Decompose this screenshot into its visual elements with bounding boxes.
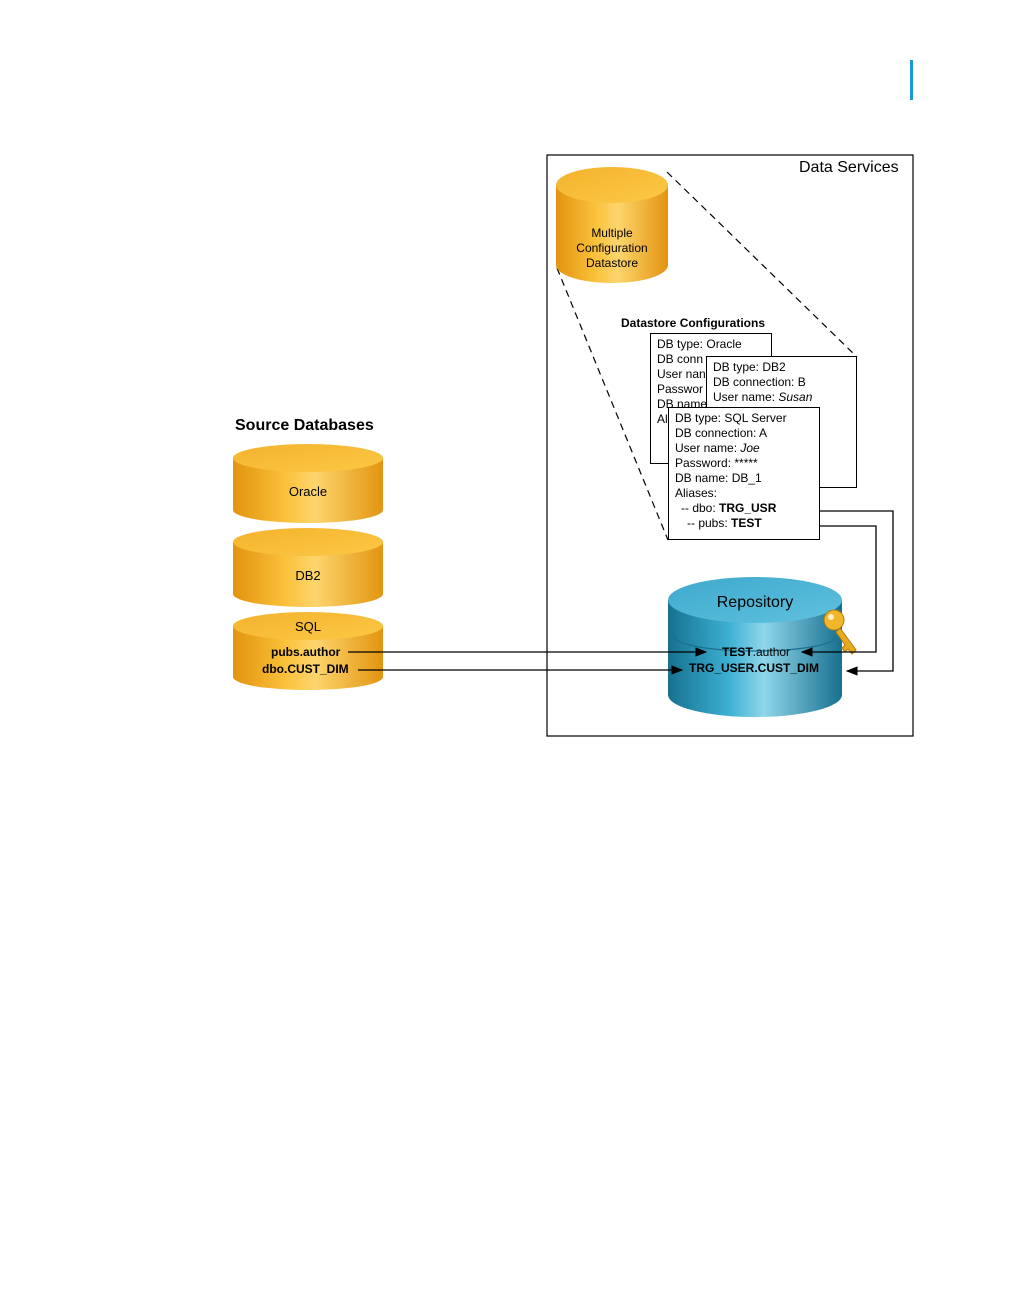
sql-user-value: Joe <box>740 441 760 455</box>
db2-line: DB connection: B <box>713 375 806 389</box>
db2-user-line: User name: Susan <box>713 390 850 405</box>
db2-cylinder <box>233 528 383 607</box>
sql-line: DB type: SQL Server <box>675 411 787 425</box>
alias-pubs-value: TEST <box>731 516 762 530</box>
config-card-sql-server: DB type: SQL Server DB connection: A Use… <box>668 407 820 540</box>
repo-table-cust-dim: TRG_USER.CUST_DIM <box>689 661 820 675</box>
oracle-line: Al <box>657 412 668 426</box>
oracle-label: Oracle <box>288 484 328 499</box>
sql-user-label: User name: <box>675 441 741 455</box>
sql-user-line: User name: Joe <box>675 441 813 456</box>
alias-pubs-connector <box>766 525 877 657</box>
configs-title: Datastore Configurations <box>621 316 766 330</box>
sql-line: DB connection: A <box>675 426 768 440</box>
oracle-line: User nan <box>657 367 706 381</box>
repository-cylinder <box>668 577 842 717</box>
db2-label: DB2 <box>295 568 321 583</box>
funnel-line-left <box>556 267 669 541</box>
repo-table-test-name: .author <box>752 645 791 659</box>
alias-dbo-connector <box>786 510 894 676</box>
alias-dbo-label: -- dbo: <box>681 501 720 515</box>
db2-user-label: User name: <box>713 390 779 404</box>
alias-pubs-label: -- pubs: <box>687 516 732 530</box>
repository-title: Repository <box>716 594 794 611</box>
datastore-label-line3: Datastore <box>585 256 639 270</box>
sql-line: Password: ***** <box>675 456 758 470</box>
repo-table-test-author: TEST.author <box>722 645 790 659</box>
datastore-cylinder <box>556 167 668 283</box>
source-table-pubs-author: pubs.author <box>271 645 341 659</box>
datastore-label-line1: Multiple <box>591 226 633 240</box>
oracle-line: DB conn <box>657 352 704 366</box>
source-table-cust-dim: dbo.CUST_DIM <box>262 662 349 676</box>
funnel-line-right <box>666 171 858 358</box>
datastore-label: Multiple Configuration Datastore <box>556 226 668 271</box>
alias-dbo-line: -- dbo: TRG_USR <box>675 501 813 516</box>
datastore-label-line2: Configuration <box>576 241 648 255</box>
sql-cylinder <box>233 612 383 690</box>
repo-table-test-schema: TEST <box>722 645 753 659</box>
db2-user-value: Susan <box>778 390 813 404</box>
alias-dbo-value: TRG_USR <box>719 501 777 515</box>
alias-pubs-line: -- pubs: TEST <box>675 516 813 531</box>
sql-line: Aliases: <box>675 486 718 500</box>
sql-label: SQL <box>294 619 321 634</box>
page-accent-bar <box>910 60 913 100</box>
source-databases-title: Source Databases <box>235 417 374 434</box>
oracle-cylinder <box>233 444 383 523</box>
data-services-title: Data Services <box>799 159 899 176</box>
db2-line: DB type: DB2 <box>713 360 786 374</box>
sql-line: DB name: DB_1 <box>675 471 762 485</box>
oracle-line: DB type: Oracle <box>657 337 742 351</box>
oracle-line: Passwor <box>657 382 704 396</box>
